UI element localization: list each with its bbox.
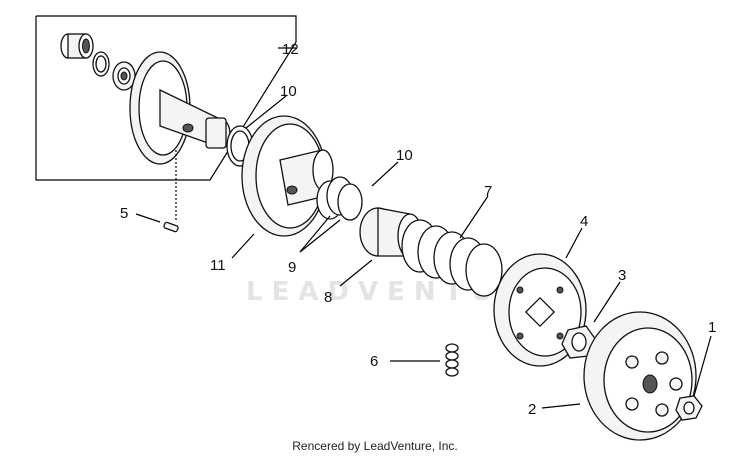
needle-bearing-part — [60, 33, 94, 59]
callout-11: 11 — [210, 257, 226, 274]
seal-rings — [316, 176, 363, 221]
clutch-drum-part — [583, 311, 697, 441]
callout-10-upper: 10 — [280, 83, 297, 100]
callout-8: 8 — [324, 289, 332, 306]
callout-10-lower: 10 — [396, 147, 413, 164]
callout-1: 1 — [708, 319, 716, 336]
shoe-spring-part — [445, 343, 459, 377]
leader-lines — [135, 47, 712, 409]
callout-9: 9 — [288, 259, 296, 276]
callout-6: 6 — [370, 353, 378, 370]
compression-spring — [401, 219, 503, 297]
callout-4: 4 — [580, 213, 588, 230]
callout-2: 2 — [528, 401, 536, 418]
clutch-nut-part — [561, 325, 597, 359]
callout-3: 3 — [618, 267, 626, 284]
callout-12: 12 — [282, 41, 299, 58]
callout-5: 5 — [120, 205, 128, 222]
small-ring-part — [92, 51, 110, 77]
inset-frame-12 — [35, 15, 297, 181]
driven-pulley-fixed-half — [129, 51, 231, 165]
clutch-shoe-assembly — [493, 253, 587, 367]
credit-text: Rencered by LeadVenture, Inc. — [292, 439, 457, 453]
callout-7: 7 — [484, 183, 492, 200]
guide-pin-part — [163, 150, 179, 233]
driven-pulley-movable-half — [241, 115, 334, 237]
drum-nut-part — [675, 395, 703, 421]
